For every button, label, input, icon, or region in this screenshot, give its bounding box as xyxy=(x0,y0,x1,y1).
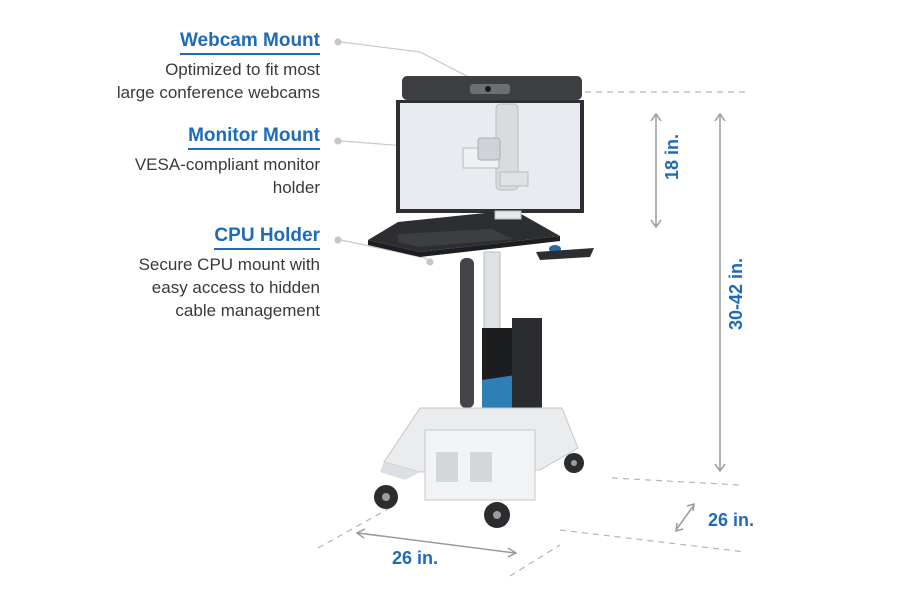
arrow-depth xyxy=(675,504,695,531)
dimension-label-depth: 26 in. xyxy=(708,510,755,530)
desk-surface xyxy=(368,210,594,260)
callout-desc-cpu-line-2: easy access to hidden xyxy=(151,278,320,297)
cart-base xyxy=(380,407,579,501)
cart-wheels xyxy=(374,453,584,528)
callout-monitor-mount: Monitor Mount VESA-compliant monitor hol… xyxy=(135,125,320,199)
callout-title-webcam-mount: Webcam Mount xyxy=(179,30,320,55)
callout-webcam-mount: Webcam Mount Optimized to fit most large… xyxy=(117,30,320,104)
dimension-label-width: 26 in. xyxy=(392,548,439,568)
cpu-unit xyxy=(482,318,542,424)
monitor-mount-arm xyxy=(462,103,529,191)
dimension-arrows xyxy=(355,112,726,558)
callout-title-monitor-mount: Monitor Mount xyxy=(188,125,320,150)
dimension-label-desk-height: 30-42 in. xyxy=(726,257,746,330)
leader-dot-cpu xyxy=(334,236,342,244)
leader-dot-monitor xyxy=(334,137,342,145)
dimension-guides xyxy=(317,91,750,577)
callout-desc-monitor-line-2: holder xyxy=(272,178,320,197)
leader-dot-webcam xyxy=(334,38,342,46)
callout-desc-webcam-line-1: Optimized to fit most xyxy=(165,60,320,79)
callout-title-cpu-holder: CPU Holder xyxy=(214,225,320,250)
webcam-bar xyxy=(402,76,582,100)
leader-end-cpu xyxy=(426,258,434,266)
dimension-label-monitor-height: 18 in. xyxy=(662,133,682,180)
arrow-width xyxy=(357,532,516,554)
callout-desc-webcam-line-2: large conference webcams xyxy=(116,83,320,102)
callout-desc-cpu-line-1: Secure CPU mount with xyxy=(138,255,320,274)
callout-cpu-holder: CPU Holder Secure CPU mount with easy ac… xyxy=(139,225,320,322)
callout-desc-cpu-line-3: cable management xyxy=(175,301,320,320)
callout-desc-monitor-line-1: VESA-compliant monitor xyxy=(134,155,320,174)
